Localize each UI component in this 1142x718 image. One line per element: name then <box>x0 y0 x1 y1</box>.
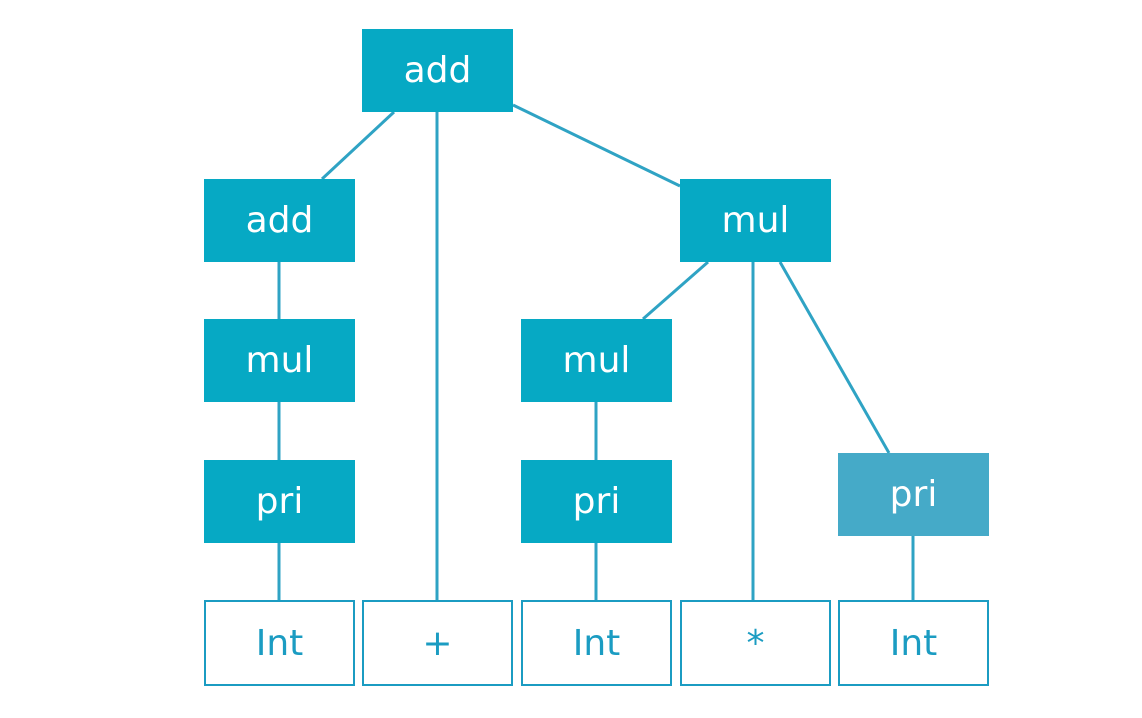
leaf-int-3: Int <box>838 600 989 686</box>
edge-mul-right-to-pri-right <box>778 261 891 454</box>
edge-mul-right-to-mul-mid <box>642 260 709 321</box>
node-mul-right: mul <box>680 179 831 262</box>
node-pri-left: pri <box>204 460 355 543</box>
node-mul-mid: mul <box>521 319 672 402</box>
node-add-left: add <box>204 179 355 262</box>
leaf-int-1: Int <box>204 600 355 686</box>
node-add-root: add <box>362 29 513 112</box>
node-mul-left: mul <box>204 319 355 402</box>
node-pri-mid: pri <box>521 460 672 543</box>
leaf-star: * <box>680 600 831 686</box>
leaf-plus: + <box>362 600 513 686</box>
edge-add-root-to-mul-right <box>512 103 681 188</box>
leaf-int-2: Int <box>521 600 672 686</box>
edge-add-root-to-add-left <box>320 110 396 181</box>
node-pri-right: pri <box>838 453 989 536</box>
